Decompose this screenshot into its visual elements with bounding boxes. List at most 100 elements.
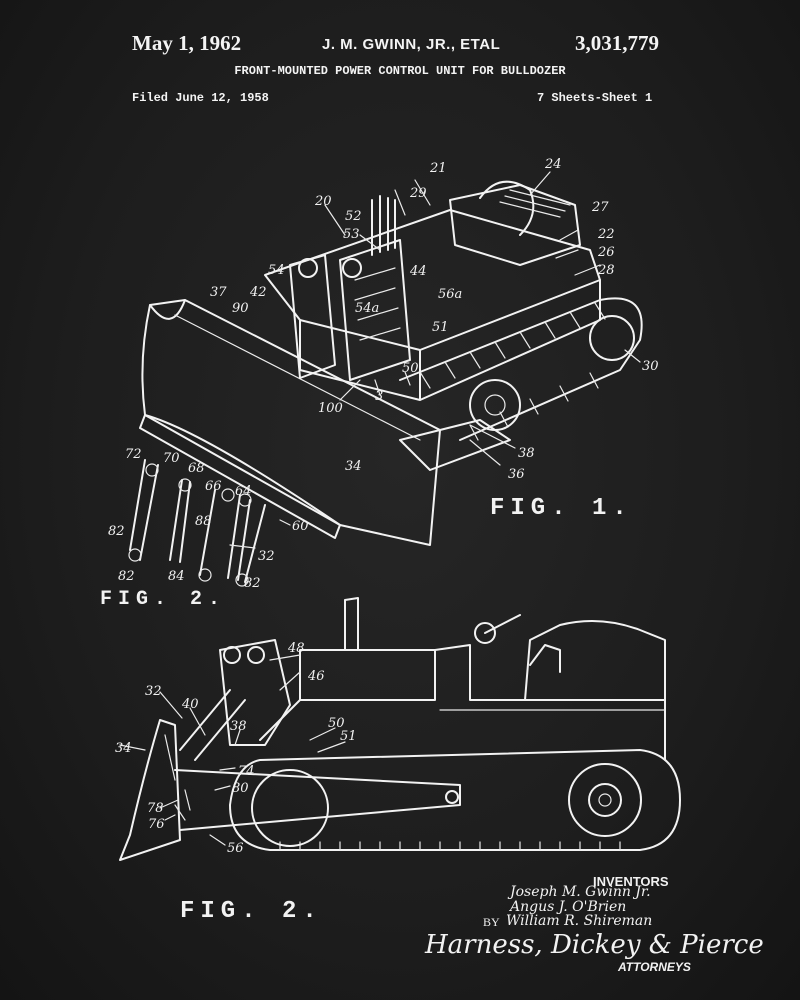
ref-36: 36 xyxy=(508,467,525,482)
ref-46: 46 xyxy=(307,669,325,684)
ref-24: 24 xyxy=(544,157,562,172)
fig2-control-unit xyxy=(219,639,291,746)
fig2-sprocket-hub xyxy=(588,783,622,817)
fig1-sheave-1 xyxy=(298,258,318,278)
ref-84: 84 xyxy=(168,569,185,584)
ref-53: 53 xyxy=(343,227,360,242)
fig1-control-tower-left xyxy=(289,254,336,379)
ref-28: 28 xyxy=(597,263,615,278)
patent-title: FRONT-MOUNTED POWER CONTROL UNIT FOR BUL… xyxy=(234,64,566,78)
ref-51: 51 xyxy=(432,320,449,335)
sheet-count: 7 Sheets-Sheet 1 xyxy=(537,91,653,105)
ref-68: 68 xyxy=(188,461,205,476)
fig2-control-lever xyxy=(484,614,521,634)
ref-52: 52 xyxy=(345,209,362,224)
ref-34b: 34 xyxy=(115,741,132,756)
fig2-pulley-7 xyxy=(235,573,249,587)
fig2-pulley-5 xyxy=(128,548,142,562)
attorneys-label: ATTORNEYS xyxy=(618,960,691,974)
ref-3: 3 xyxy=(375,389,383,404)
fig1-blade-curve xyxy=(144,299,341,526)
fig1-sprocket xyxy=(469,379,521,431)
ref-78: 78 xyxy=(147,801,164,816)
patent-date: May 1, 1962 xyxy=(132,31,242,55)
ref-38b: 38 xyxy=(230,719,247,734)
fig1-leader-lines xyxy=(324,171,641,466)
inventor-name-2: Angus J. O'Brien xyxy=(510,899,627,915)
ref-82c: 82 xyxy=(244,576,261,591)
fig1-blade-rib xyxy=(174,314,421,441)
fig2-sheave-b xyxy=(247,646,265,664)
fig2-cab xyxy=(524,620,666,701)
ref-38: 38 xyxy=(518,446,535,461)
ref-27: 27 xyxy=(591,200,609,215)
ref-34: 34 xyxy=(345,459,362,474)
fig2-pulley-4 xyxy=(238,493,252,507)
fig2-seat xyxy=(529,644,561,673)
fig2-pulley-2 xyxy=(178,478,192,492)
ref-51b: 51 xyxy=(340,729,357,744)
fig2-hood xyxy=(299,649,436,701)
fig2-pulley-1 xyxy=(145,463,159,477)
attorneys-signature: Harness, Dickey & Pierce xyxy=(425,930,764,960)
fig2-idler xyxy=(251,769,329,847)
fig2-trunnion xyxy=(445,790,459,804)
fig1-seat-back xyxy=(479,180,535,236)
fig2-pulley-3 xyxy=(221,488,235,502)
inventor-line: J. M. GWINN, JR., ETAL xyxy=(322,36,501,53)
ref-48: 48 xyxy=(287,641,305,656)
fig2-pulley-6 xyxy=(198,568,212,582)
ref-54: 54 xyxy=(268,263,285,278)
ref-40: 40 xyxy=(181,697,199,712)
fig2-cables xyxy=(129,459,266,583)
fig2-blade-detail xyxy=(164,734,191,821)
ref-70: 70 xyxy=(163,451,180,466)
ref-42: 42 xyxy=(249,285,267,300)
fig1-grille xyxy=(499,189,571,218)
fig1-seat xyxy=(449,184,581,266)
ref-88: 88 xyxy=(195,514,212,529)
ref-26: 26 xyxy=(597,245,615,260)
ref-66: 66 xyxy=(205,479,222,494)
ref-74: 74 xyxy=(238,764,255,779)
filed-date: Filed June 12, 1958 xyxy=(132,91,269,105)
ref-56: 56 xyxy=(227,841,244,856)
ref-37: 37 xyxy=(210,285,227,300)
fig1-sprocket-hub xyxy=(484,394,506,416)
inventors-heading: INVENTORS xyxy=(593,874,669,889)
inventor-name-1: Joseph M. Gwinn Jr. xyxy=(510,884,651,900)
fig2-lift-arm xyxy=(179,689,246,761)
ref-60: 60 xyxy=(292,519,309,534)
fig1-engine-detail xyxy=(354,267,401,341)
inventor-name-3: William R. Shireman xyxy=(506,913,653,929)
fig1-track xyxy=(399,297,643,441)
ref-56a: 56a xyxy=(438,287,462,302)
ref-64: 64 xyxy=(235,484,252,499)
fig1-push-arm xyxy=(399,419,511,471)
fig2-control-lever-pivot xyxy=(474,622,496,644)
ref-54a: 54a xyxy=(355,301,379,316)
fig2-leader-lines xyxy=(229,519,291,549)
ref-44: 44 xyxy=(409,264,427,279)
ref-82b: 82 xyxy=(118,569,135,584)
inventors-by: BY xyxy=(483,915,500,929)
ref-80: 80 xyxy=(232,781,249,796)
ref-76: 76 xyxy=(148,817,165,832)
fig2-push-arm xyxy=(174,769,461,831)
fig2-body xyxy=(259,644,666,761)
ref-21: 21 xyxy=(429,161,447,176)
fig2-side-label: FIG. 2. xyxy=(180,898,323,925)
ref-50b: 50 xyxy=(328,716,345,731)
fig2-track-outline xyxy=(229,749,681,851)
fig2-side-view-drawing: 32 40 34 48 46 50 51 38 74 80 78 76 56 xyxy=(115,597,681,861)
fig1-sheave-2 xyxy=(342,258,362,278)
fig2-linkage-drawing: 72 70 68 66 64 82 88 60 32 82 84 82 xyxy=(108,447,309,591)
patent-number: 3,031,779 xyxy=(575,31,659,55)
ref-32b: 32 xyxy=(145,684,162,699)
fig2-track-links xyxy=(279,841,621,851)
ref-32a: 32 xyxy=(258,549,275,564)
ref-20: 20 xyxy=(314,194,332,209)
fig1-blade-cutting-edge xyxy=(139,414,341,539)
fig1-label: FIG. 1. xyxy=(490,495,633,522)
